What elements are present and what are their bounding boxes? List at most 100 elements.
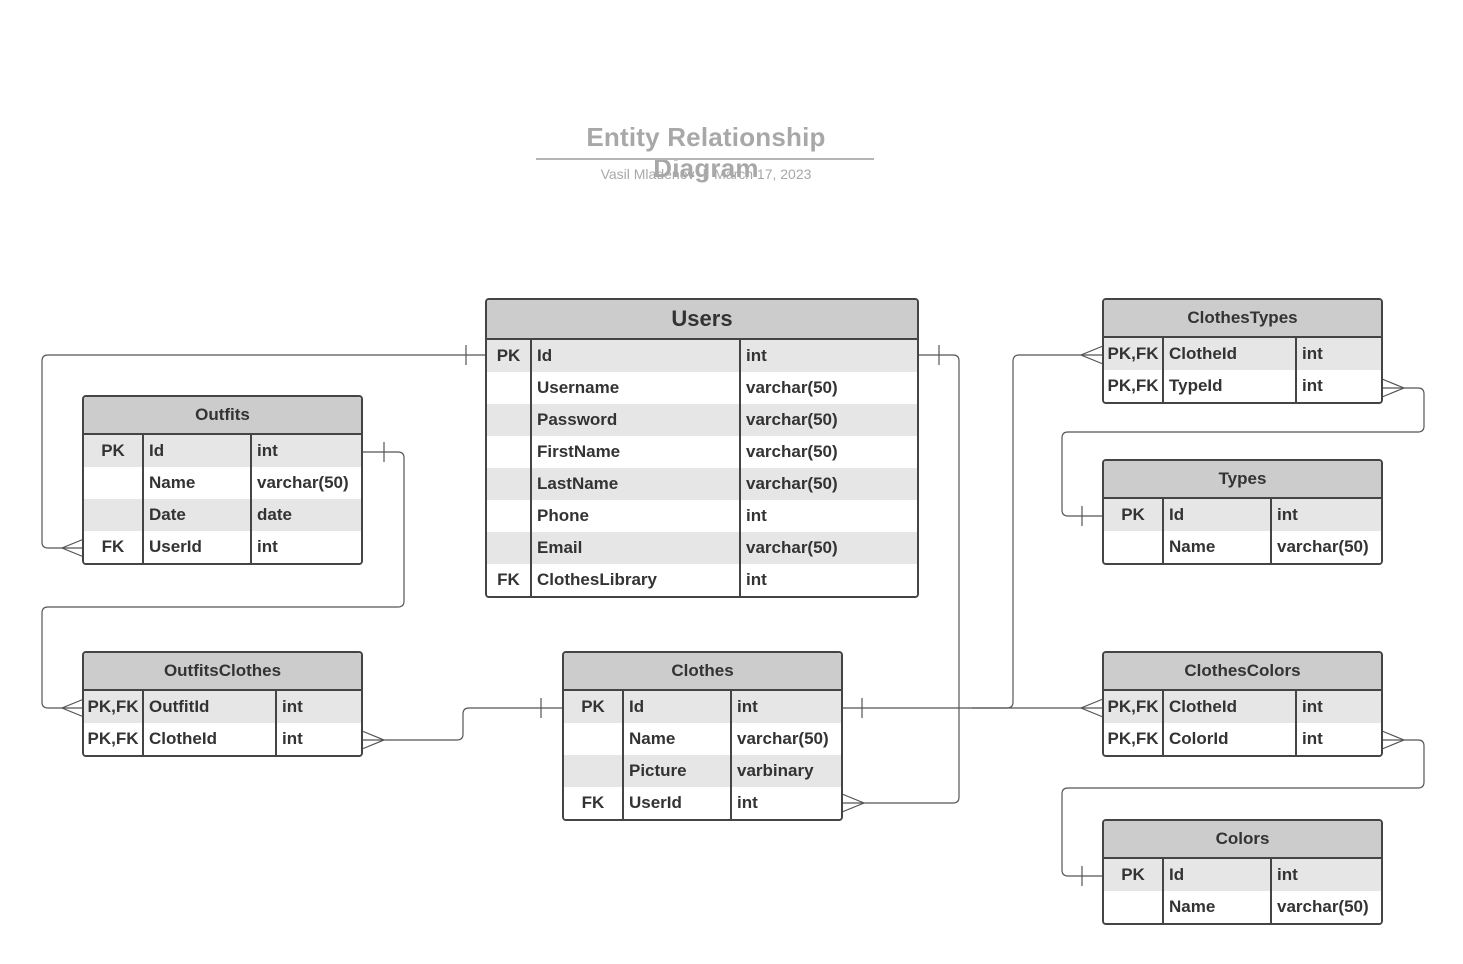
field-name: Username [532,372,741,404]
many-marker [1079,345,1104,365]
many-marker [1381,378,1406,398]
key-cell: PK [564,691,624,723]
key-cell [1104,531,1164,563]
diagram-subtitle: Vasil Mladenov|March 17, 2023 [531,166,881,182]
entity-title: ClothesTypes [1104,300,1381,338]
connector-users-clothes [842,354,960,804]
key-cell [487,404,532,436]
key-cell [564,723,624,755]
field-name: UserId [144,531,252,563]
field-type: varchar(50) [746,474,838,493]
field-name: Email [532,532,741,564]
field-name: UserId [624,787,732,819]
field-name: Name [624,723,732,755]
field-type: varchar(50) [746,442,838,461]
field-type: int [1277,865,1298,884]
key-cell: PK,FK [1104,723,1164,755]
entity-title: OutfitsClothes [84,653,361,691]
diagram-date: March 17, 2023 [714,166,812,182]
key-cell: PK [487,340,532,372]
field-type: int [746,346,767,365]
key-cell [1104,891,1164,923]
field-name: Id [1164,499,1272,531]
field-type: int [737,793,758,812]
field-type: varchar(50) [257,473,349,492]
field-name: TypeId [1164,370,1297,402]
table-row: LastName varchar(50) [487,468,917,500]
field-name: ClotheId [1164,691,1297,723]
key-cell: FK [487,564,532,596]
table-row: Name varchar(50) [564,723,841,755]
field-name: Name [1164,891,1272,923]
field-type: varchar(50) [737,729,829,748]
field-type: int [282,729,303,748]
key-cell [487,468,532,500]
field-name: OutfitId [144,691,277,723]
connector-clothescolors-colors [1061,739,1425,877]
connector-users-outfits [41,354,486,549]
entity-title: Users [487,300,917,340]
field-type: int [1302,697,1323,716]
field-name: ClotheId [144,723,277,755]
many-marker [841,793,866,813]
title-underline [536,158,874,160]
key-cell: PK,FK [84,723,144,755]
connector-clothes-outfitsclothes [362,707,563,741]
many-marker [361,730,386,750]
field-name: ClotheId [1164,338,1297,370]
many-marker [60,538,85,558]
table-row: Name varchar(50) [1104,891,1381,923]
key-cell: PK,FK [1104,691,1164,723]
field-name: Date [144,499,252,531]
many-marker [1079,698,1104,718]
field-name: Phone [532,500,741,532]
key-cell: PK [84,435,144,467]
subtitle-separator: | [702,166,707,182]
field-type: int [257,441,278,460]
key-cell [84,499,144,531]
key-cell [487,500,532,532]
entity-title: Clothes [564,653,841,691]
field-type: varchar(50) [746,410,838,429]
key-cell [487,372,532,404]
field-name: LastName [532,468,741,500]
entity-title: Colors [1104,821,1381,859]
key-cell [487,436,532,468]
field-type: int [1302,729,1323,748]
field-type: varchar(50) [746,378,838,397]
field-type: int [1302,344,1323,363]
field-name: Id [1164,859,1272,891]
key-cell [564,755,624,787]
key-cell: PK,FK [1104,338,1164,370]
connector-outfits-outfitsclothes [41,451,405,709]
field-type: varchar(50) [1277,897,1369,916]
field-type: int [1302,376,1323,395]
field-name: Name [144,467,252,499]
table-row: Name varchar(50) [84,467,361,499]
field-name: Id [532,340,741,372]
key-cell: PK [1104,499,1164,531]
key-cell: FK [564,787,624,819]
field-name: Id [144,435,252,467]
